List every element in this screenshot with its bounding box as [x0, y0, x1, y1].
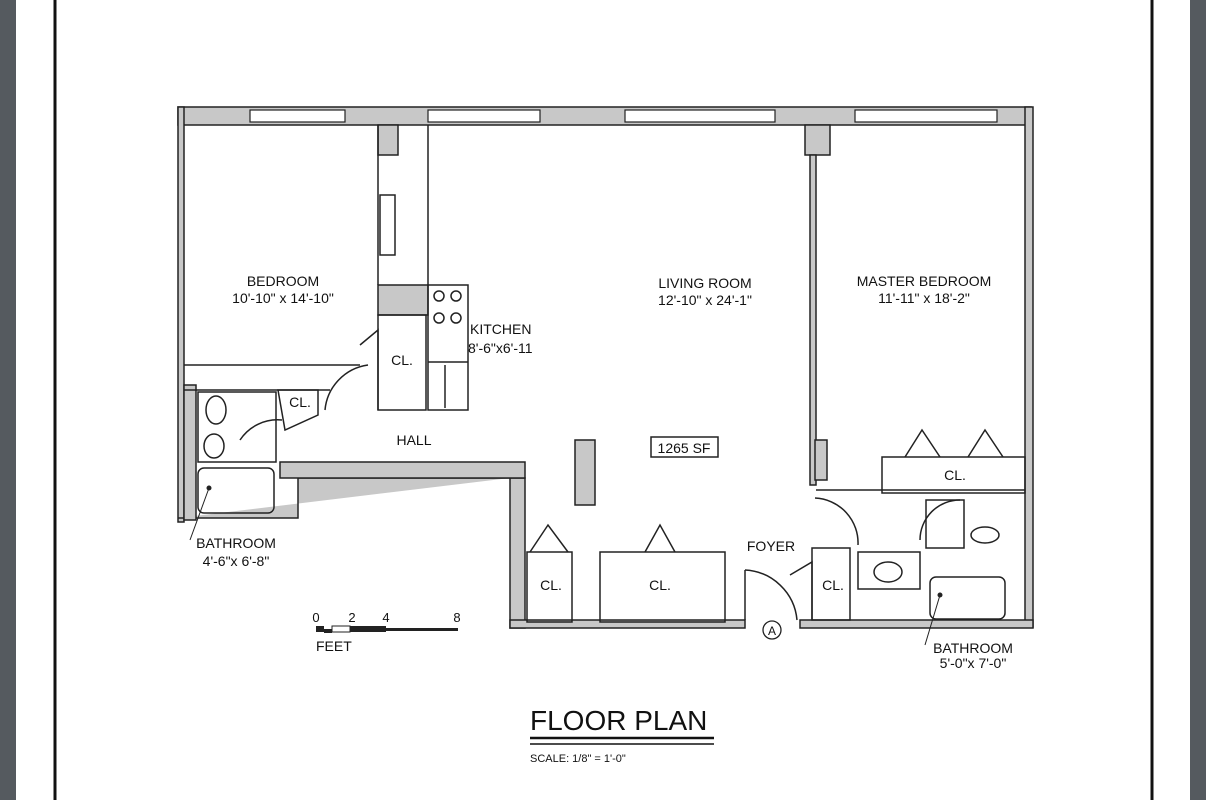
master-bedroom-size: 11'-11" x 18'-2"	[878, 290, 970, 306]
kitchen-size: 8'-6"x6'-11	[468, 340, 533, 356]
left-side-bar	[0, 0, 16, 800]
kitchen-name: KITCHEN	[470, 321, 531, 337]
bathroom-left-name: BATHROOM	[196, 535, 276, 551]
master-bedroom-name: MASTER BEDROOM	[857, 273, 992, 289]
area-box	[650, 436, 719, 458]
living-room-size: 12'-10" x 24'-1"	[658, 292, 752, 308]
entry-marker-label: A	[768, 624, 776, 638]
scale-tick-4: 4	[382, 610, 389, 625]
scale-text: SCALE: 1/8" = 1'-0"	[530, 753, 626, 765]
leader-lines	[189, 485, 943, 646]
foyer-name: FOYER	[747, 538, 795, 554]
interior-lines	[184, 125, 1026, 623]
closet-label-bath: CL.	[289, 394, 311, 410]
bathroom-left-size: 4'-6"x 6'-8"	[203, 553, 270, 569]
closet-label-foyer: CL.	[822, 577, 844, 593]
closet-label-master: CL.	[944, 467, 966, 483]
closet-label-living-left: CL.	[540, 577, 562, 593]
living-room-name: LIVING ROOM	[658, 275, 751, 291]
bedroom-name: BEDROOM	[247, 273, 319, 289]
bathroom-right-name: BATHROOM	[933, 640, 1013, 656]
scale-tick-0: 0	[312, 610, 319, 625]
bathroom-right-size: 5'-0"x 7'-0"	[940, 655, 1007, 671]
area-label: 1265 SF	[658, 440, 711, 456]
closet-label-bedroom: CL.	[391, 352, 413, 368]
scale-tick-2: 2	[348, 610, 355, 625]
closet-label-living-right: CL.	[649, 577, 671, 593]
bedroom-size: 10'-10" x 14'-10"	[232, 290, 334, 306]
right-side-bar	[1190, 0, 1206, 800]
scale-unit: FEET	[316, 638, 352, 654]
entry-marker-circle	[762, 620, 782, 640]
hall-name: HALL	[396, 432, 431, 448]
plan-title: FLOOR PLAN	[530, 705, 707, 736]
windows	[249, 109, 998, 123]
scale-tick-8: 8	[453, 610, 460, 625]
walls	[177, 106, 1034, 629]
scale-bar: 0 2 4 8 FEET	[312, 610, 460, 654]
